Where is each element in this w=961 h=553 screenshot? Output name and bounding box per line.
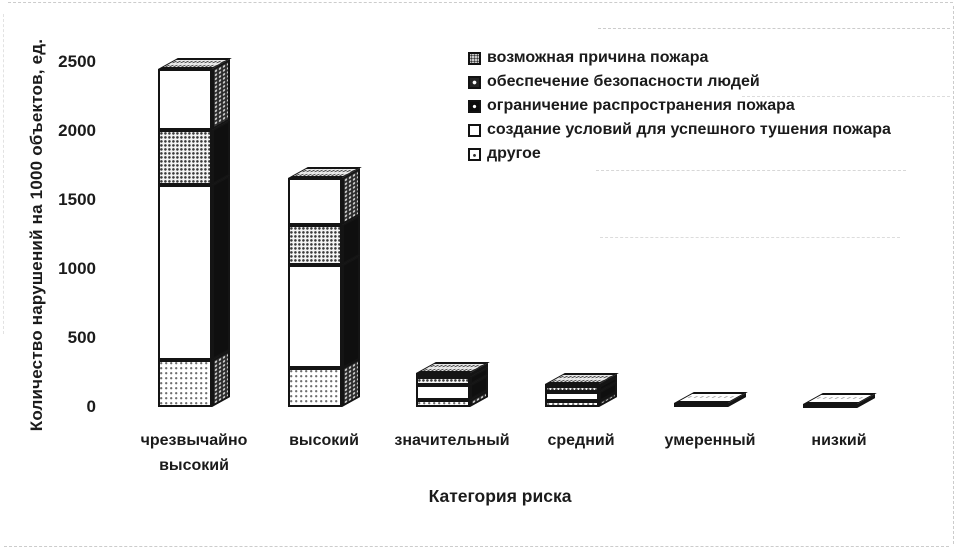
chart-legend: возможная причина пожара обеспечение безо… xyxy=(468,46,891,166)
x-axis-title: Категория риска xyxy=(428,486,572,506)
legend-swatch-icon xyxy=(468,75,481,89)
bar-segment xyxy=(288,264,342,369)
scan-artifact-line xyxy=(742,96,950,97)
scan-artifact-line xyxy=(600,237,900,238)
legend-label: создание условий для успешного тушения п… xyxy=(487,121,891,138)
legend-swatch-icon xyxy=(468,99,481,113)
y-axis-title: Количество нарушений на 1000 объектов, е… xyxy=(27,38,46,432)
scan-artifact-line xyxy=(8,2,953,3)
legend-item: другое xyxy=(468,142,891,166)
bar-segment xyxy=(288,177,342,225)
bar-segment-side xyxy=(342,254,360,369)
bar-segment xyxy=(288,224,342,265)
scan-artifact-line xyxy=(596,170,906,171)
bar-segment xyxy=(158,360,212,407)
x-category-label: значительный xyxy=(394,432,510,449)
legend-swatch-icon xyxy=(468,51,481,65)
legend-label: другое xyxy=(487,145,541,162)
bar-segment xyxy=(674,402,728,407)
legend-label: ограничение распространения пожара xyxy=(487,97,795,114)
bar-segment-side xyxy=(212,58,230,130)
bar-segment xyxy=(158,129,212,185)
x-category-label: высокий xyxy=(289,432,359,449)
x-category-label: низкий xyxy=(811,432,867,449)
y-tick-label: 0 xyxy=(86,397,96,416)
y-tick-label: 2000 xyxy=(58,121,96,140)
bar-segment xyxy=(416,400,470,407)
bar-segment xyxy=(288,368,342,407)
legend-item: возможная причина пожара xyxy=(468,46,891,70)
x-category-label: чрезвычайно высокий xyxy=(140,432,248,474)
bar-segment xyxy=(416,376,470,385)
scan-artifact-line xyxy=(3,14,4,334)
x-category-label: средний xyxy=(547,432,615,449)
bar-segment xyxy=(545,383,599,388)
y-tick-label: 2500 xyxy=(58,52,96,71)
bar-segment xyxy=(158,184,212,361)
legend-item: обеспечение безопасности людей xyxy=(468,70,891,94)
bar-segment xyxy=(416,372,470,377)
y-tick-label: 1000 xyxy=(58,259,96,278)
legend-item: создание условий для успешного тушения п… xyxy=(468,118,891,142)
bar-segment xyxy=(416,384,470,401)
legend-label: возможная причина пожара xyxy=(487,49,709,66)
bar-segment xyxy=(158,68,212,130)
scan-artifact-line xyxy=(4,546,949,547)
legend-item: ограничение распространения пожара xyxy=(468,94,891,118)
bar-segment xyxy=(803,404,857,409)
legend-swatch-icon xyxy=(468,147,481,161)
y-tick-label: 1500 xyxy=(58,190,96,209)
legend-label: обеспечение безопасности людей xyxy=(487,73,760,90)
scan-artifact-line xyxy=(953,6,954,544)
bar-segment xyxy=(545,401,599,407)
scan-artifact-line xyxy=(598,28,950,29)
y-tick-label: 500 xyxy=(67,328,96,347)
bar-segment-side xyxy=(212,119,230,185)
x-category-label: умеренный xyxy=(664,432,756,449)
bar-segment xyxy=(545,391,599,402)
legend-swatch-icon xyxy=(468,123,481,137)
bar-segment-side xyxy=(212,174,230,361)
